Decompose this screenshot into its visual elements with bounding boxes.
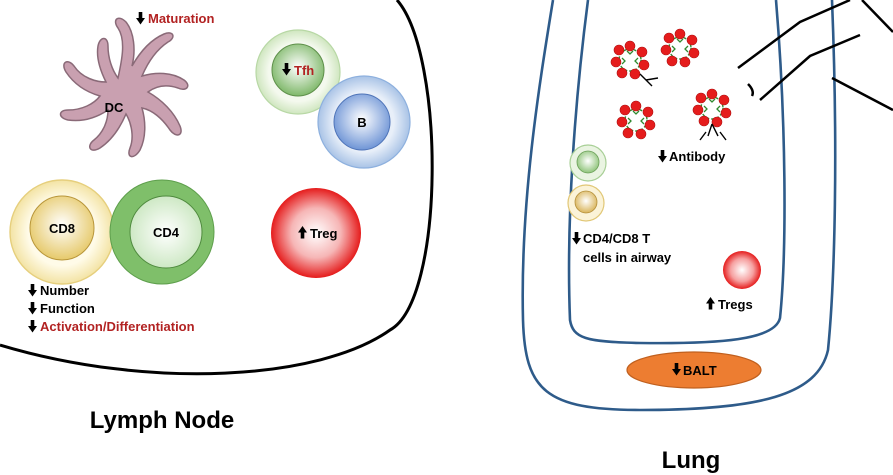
- airway-cd8-cell: [567, 184, 605, 222]
- down-arrow-icon: [28, 284, 37, 297]
- tregs-text: Tregs: [718, 297, 753, 312]
- effect-number: Number: [28, 283, 89, 298]
- antibody-text: Antibody: [669, 149, 726, 164]
- effect-number-text: Number: [40, 283, 89, 298]
- cd8-cell: CD8: [9, 179, 115, 285]
- b-cell: B: [317, 75, 411, 169]
- up-arrow-icon: [706, 297, 715, 310]
- airway-cd4-cell: [569, 144, 607, 182]
- maturation-text: Maturation: [148, 11, 215, 26]
- dc-label: DC: [105, 100, 124, 115]
- effect-function: Function: [28, 301, 95, 316]
- airway-treg-cell: [723, 251, 761, 289]
- balt-structure: BALT: [626, 351, 762, 389]
- t-cells-annotation: CD4/CD8 T cells in airway: [572, 231, 672, 265]
- down-arrow-icon: [28, 320, 37, 333]
- b-label: B: [357, 115, 366, 130]
- cd4-label: CD4: [153, 225, 180, 240]
- cd4-cell: CD4: [109, 179, 215, 285]
- tfh-label: Tfh: [294, 63, 314, 78]
- airway-outer-wall: [521, 0, 837, 412]
- effect-function-text: Function: [40, 301, 95, 316]
- t-cell-effects-list: Number Function Activation/Differentiati…: [28, 283, 195, 334]
- treg-label: Treg: [310, 226, 338, 241]
- lymph-node-panel: DC Maturation Tfh B CD8 CD: [0, 0, 434, 434]
- lung-title: Lung: [662, 447, 721, 474]
- tregs-annotation: Tregs: [706, 297, 753, 312]
- dendritic-cell-body: [59, 17, 189, 158]
- bronchial-branch: [737, 0, 893, 112]
- lymph-node-boundary: [0, 0, 434, 376]
- t-cells-line2: cells in airway: [583, 250, 672, 265]
- antibody-annotation: Antibody: [658, 149, 726, 164]
- down-arrow-icon: [28, 302, 37, 315]
- lymph-node-title: Lymph Node: [90, 407, 234, 434]
- down-arrow-icon: [658, 150, 667, 163]
- down-arrow-icon: [572, 232, 581, 245]
- virus-antibody-complex: [610, 40, 659, 87]
- treg-cell: Treg: [271, 188, 361, 278]
- dendritic-cell: DC: [59, 17, 189, 158]
- balt-text: BALT: [683, 363, 717, 378]
- antibody-complexes: [610, 28, 732, 141]
- tfh-cell: Tfh: [255, 29, 341, 115]
- lung-panel: Antibody CD4/CD8 T cells in airway Tregs: [521, 0, 893, 474]
- effect-activation-text: Activation/Differentiation: [40, 319, 195, 334]
- virus-antibody-complex: [692, 88, 732, 141]
- airway-inner-wall: [567, 0, 786, 345]
- maturation-annotation: Maturation: [136, 11, 215, 26]
- cd8-label: CD8: [49, 221, 75, 236]
- down-arrow-icon: [136, 12, 145, 25]
- effect-activation: Activation/Differentiation: [28, 319, 195, 334]
- virus-antibody-complex: [616, 100, 656, 140]
- t-cells-line1: CD4/CD8 T: [583, 231, 650, 246]
- virus-antibody-complex: [660, 28, 700, 68]
